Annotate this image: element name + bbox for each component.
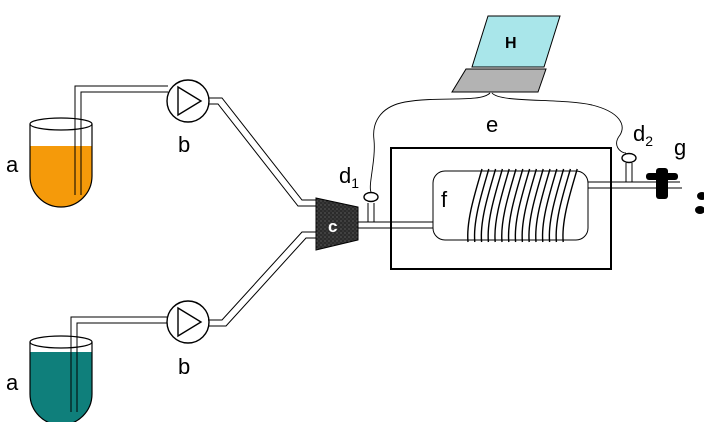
cable-computer-to-d1 <box>369 92 491 193</box>
coil-winding <box>480 168 497 243</box>
line-pump-to-mixer-top-inner <box>208 103 318 207</box>
pump-top <box>166 79 210 123</box>
coil-winding <box>562 168 578 243</box>
laptop-screen <box>471 15 561 68</box>
pump-arrow-bottom <box>177 306 203 338</box>
label-e: e <box>486 112 498 137</box>
label-f: f <box>441 187 448 212</box>
vessel-outline-top <box>29 124 93 208</box>
feed-tube-bottom <box>70 316 168 412</box>
reactor-coil <box>467 168 578 243</box>
pump-arrow-top <box>177 85 203 117</box>
vessel-outline-bottom <box>29 342 93 422</box>
reagent-liquid-top <box>30 146 92 207</box>
coil-winding <box>535 168 551 243</box>
feed-tube-top-inner <box>80 91 168 195</box>
cable-computer-to-d2 <box>491 92 627 154</box>
pressure-sensor-d1 <box>363 191 379 222</box>
reactor-coil-cylinder <box>432 170 589 241</box>
label-g: g <box>674 135 686 160</box>
label-a-top: a <box>6 152 19 177</box>
mixer <box>315 197 359 251</box>
line-pump-to-mixer-bottom-inner <box>208 237 318 327</box>
back-pressure-regulator-g <box>646 168 678 199</box>
coil-winding <box>473 168 490 243</box>
reactor-housing <box>390 147 612 270</box>
reagent-vessel-top <box>29 117 93 208</box>
coil-winding <box>494 168 510 243</box>
coil-winding <box>501 168 517 243</box>
line-pump-to-mixer-top <box>208 97 318 201</box>
label-a-bottom: a <box>6 370 19 395</box>
coil-winding <box>548 168 565 243</box>
mixer-body <box>315 197 359 251</box>
coil-winding <box>487 168 504 243</box>
label-b-bottom: b <box>178 354 190 379</box>
output-drops <box>695 192 704 214</box>
reagent-vessel-bottom <box>29 335 93 422</box>
coil-winding <box>555 168 572 243</box>
coil-winding <box>514 168 531 243</box>
label-d2: d2 <box>633 121 653 149</box>
label-d1: d1 <box>339 163 359 191</box>
label-h: H <box>505 35 517 52</box>
pump-bottom <box>166 300 210 344</box>
coil-winding <box>521 168 538 243</box>
coil-winding <box>528 168 544 243</box>
coil-winding <box>507 168 524 243</box>
laptop-base <box>451 68 547 93</box>
label-b-top: b <box>178 132 190 157</box>
coil-winding <box>467 168 483 243</box>
coil-winding <box>541 168 558 243</box>
feed-tube-bottom-inner <box>76 322 168 412</box>
feed-tube-top <box>74 85 168 195</box>
line-pump-to-mixer-bottom <box>208 231 318 321</box>
vessel-rim-top <box>29 117 93 131</box>
vessel-rim-bottom <box>29 335 93 349</box>
reagent-liquid-bottom <box>30 352 92 422</box>
pressure-sensor-d2 <box>621 152 637 182</box>
laptop-computer <box>451 15 561 93</box>
label-c: c <box>328 217 337 236</box>
